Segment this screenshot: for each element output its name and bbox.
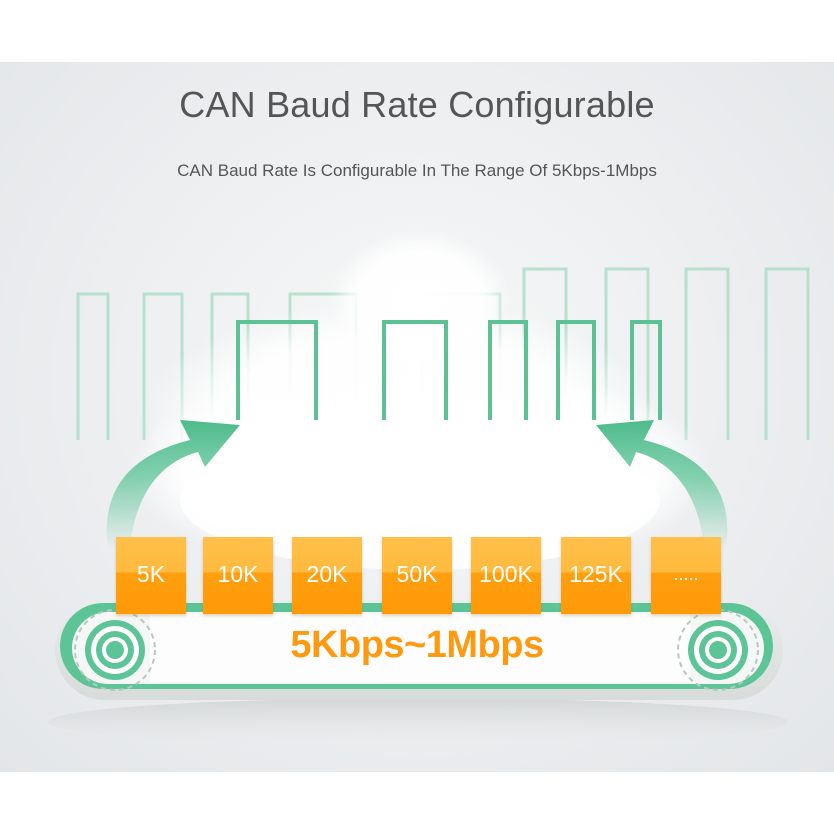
baud-range-label: 5Kbps~1Mbps: [290, 624, 544, 666]
baud-block-125k: 125K: [561, 537, 631, 614]
gear-wheel-icon: [677, 609, 759, 691]
cloud-icon: [130, 230, 710, 570]
arrow-up-right-icon: [596, 420, 728, 548]
page-subtitle: CAN Baud Rate Is Configurable In The Ran…: [177, 161, 657, 180]
baud-block-5k: 5K: [116, 537, 186, 614]
baud-block-50k: 50K: [382, 537, 452, 614]
square-wave-icon: [236, 320, 662, 420]
baud-block-10k: 10K: [203, 537, 273, 614]
arrow-up-left-icon: [106, 420, 240, 548]
baud-block-20k: 20K: [292, 537, 362, 614]
conveyor-belt: [55, 600, 783, 700]
page-title: CAN Baud Rate Configurable: [179, 84, 655, 125]
gear-wheel-icon: [74, 609, 156, 691]
baud-block-more: .....: [651, 537, 721, 614]
baud-block-100k: 100K: [471, 537, 541, 614]
